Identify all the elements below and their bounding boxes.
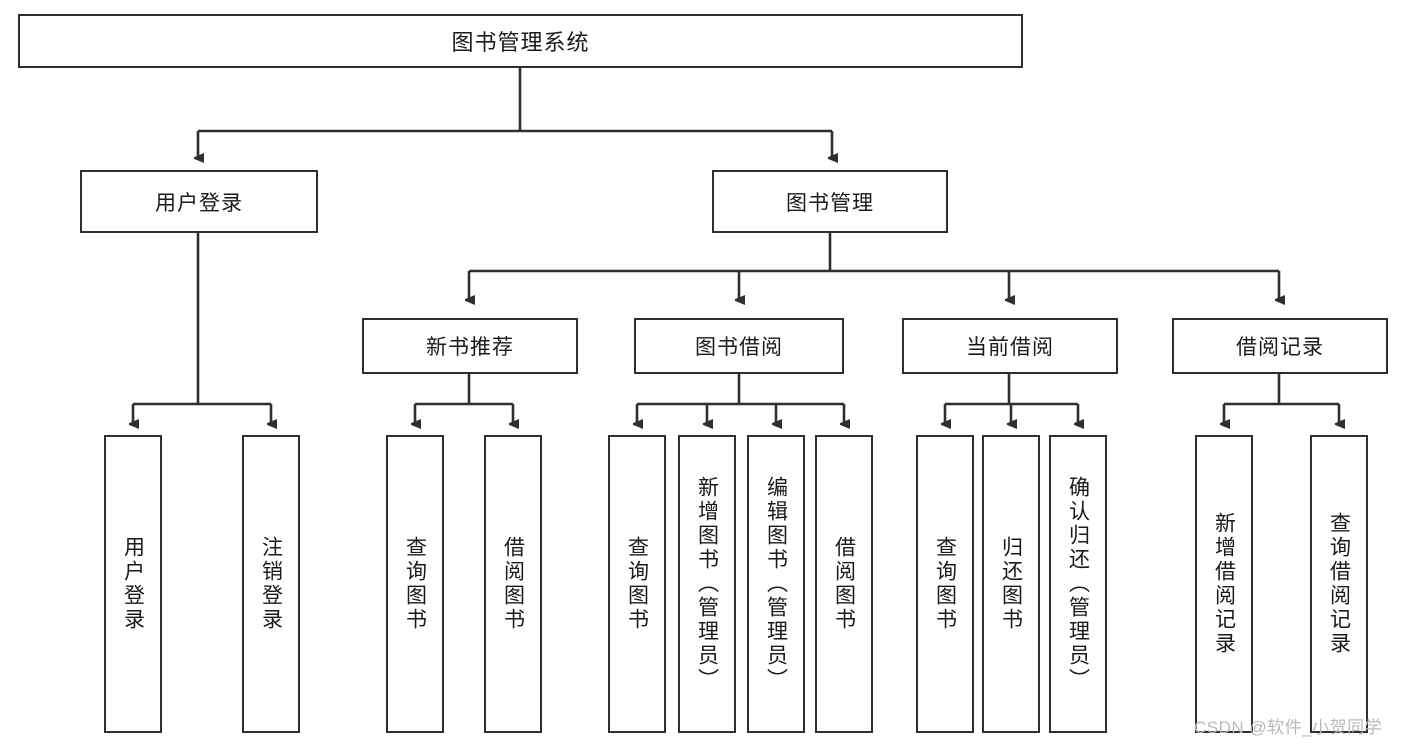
node-label: 用户登录 <box>121 536 145 632</box>
leaf-borrow-add-book-admin[interactable]: 新增图书（管理员） <box>678 435 736 733</box>
node-label: 新增图书（管理员） <box>695 476 719 692</box>
node-current-borrow[interactable]: 当前借阅 <box>902 318 1118 374</box>
node-label: 新增借阅记录 <box>1212 512 1236 656</box>
leaf-current-confirm-return-admin[interactable]: 确认归还（管理员） <box>1049 435 1107 733</box>
node-book-management[interactable]: 图书管理 <box>712 170 948 233</box>
node-label: 用户登录 <box>155 191 243 215</box>
leaf-records-query-record[interactable]: 查询借阅记录 <box>1310 435 1368 733</box>
node-label: 编辑图书（管理员） <box>764 476 788 692</box>
node-label: 当前借阅 <box>966 336 1054 359</box>
leaf-borrow-query-book[interactable]: 查询图书 <box>608 435 666 733</box>
node-new-book-recommend[interactable]: 新书推荐 <box>362 318 578 374</box>
node-label: 确认归还（管理员） <box>1066 476 1090 692</box>
node-root-book-management-system[interactable]: 图书管理系统 <box>18 14 1023 68</box>
node-label: 图书管理 <box>786 191 874 215</box>
leaf-borrow-borrow-book[interactable]: 借阅图书 <box>815 435 873 733</box>
leaf-current-query-book[interactable]: 查询图书 <box>916 435 974 733</box>
node-book-borrow[interactable]: 图书借阅 <box>634 318 844 374</box>
leaf-current-return-book[interactable]: 归还图书 <box>982 435 1040 733</box>
node-borrow-records[interactable]: 借阅记录 <box>1172 318 1388 374</box>
node-label: 借阅图书 <box>501 536 525 632</box>
leaf-new-book-borrow[interactable]: 借阅图书 <box>484 435 542 733</box>
node-label: 归还图书 <box>999 536 1023 632</box>
node-label: 借阅图书 <box>832 536 856 632</box>
node-label: 查询借阅记录 <box>1327 512 1351 656</box>
node-label: 查询图书 <box>403 536 427 632</box>
leaf-borrow-edit-book-admin[interactable]: 编辑图书（管理员） <box>747 435 805 733</box>
leaf-new-book-query[interactable]: 查询图书 <box>386 435 444 733</box>
leaf-user-login-login[interactable]: 用户登录 <box>104 435 162 733</box>
leaf-user-login-logout[interactable]: 注销登录 <box>242 435 300 733</box>
node-user-login[interactable]: 用户登录 <box>80 170 318 233</box>
node-label: 查询图书 <box>625 536 649 632</box>
node-label: 注销登录 <box>259 536 283 632</box>
node-label: 图书借阅 <box>695 336 783 359</box>
node-label: 新书推荐 <box>426 336 514 359</box>
node-label: 查询图书 <box>933 536 957 632</box>
node-label: 图书管理系统 <box>451 30 590 55</box>
node-label: 借阅记录 <box>1236 336 1324 359</box>
watermark: CSDN @软件_小贺同学 <box>1194 718 1383 737</box>
leaf-records-add-record[interactable]: 新增借阅记录 <box>1195 435 1253 733</box>
